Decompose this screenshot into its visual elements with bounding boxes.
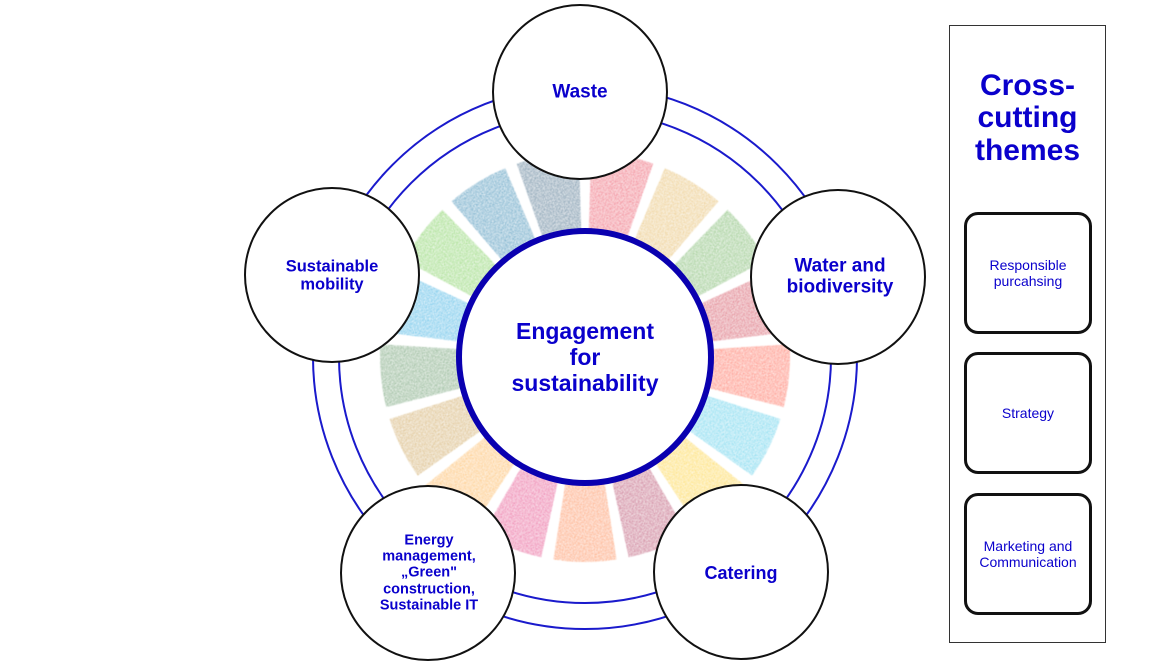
satellite-waste-label: Waste <box>505 81 655 102</box>
panel-title: Cross- cutting themes <box>950 69 1105 167</box>
theme-label-line: Responsible <box>989 256 1067 273</box>
wheel-segment <box>380 344 477 408</box>
center-label-line: sustainability <box>511 369 659 396</box>
wheel-segment <box>553 467 617 562</box>
label-line: „Green" <box>400 564 458 581</box>
satellite-circle-waste <box>492 4 668 180</box>
satellite-mobility-label: Sustainable mobility <box>257 258 407 295</box>
theme-responsible-purchasing: Responsible purcahsing <box>964 212 1092 334</box>
theme-label-line: Marketing and <box>983 537 1073 554</box>
label-line: management, <box>382 548 476 565</box>
theme-label-line: purcahsing <box>993 273 1063 289</box>
center-label-line: for <box>569 344 601 371</box>
theme-label-line: Communication <box>979 554 1077 570</box>
label-line: Catering <box>704 562 778 583</box>
satellite-circle-water <box>750 189 926 365</box>
panel-title-line: cutting <box>977 101 1078 135</box>
label-line: biodiversity <box>786 277 894 298</box>
satellite-energy-label: Energy management, „Green" construction,… <box>354 532 504 613</box>
satellite-circle-catering <box>653 484 829 660</box>
satellite-circle-mobility <box>244 187 420 363</box>
center-label-line: Engagement <box>515 318 655 345</box>
cross-cutting-themes-panel: Cross- cutting themes Responsible purcah… <box>949 25 1106 643</box>
label-line: Waste <box>552 81 608 103</box>
label-line: Sustainable <box>285 257 379 276</box>
theme-strategy: Strategy <box>964 352 1092 474</box>
label-line: Sustainable IT <box>379 597 479 614</box>
panel-title-line: themes <box>974 133 1081 167</box>
satellite-water-label: Water and biodiversity <box>765 256 915 299</box>
satellite-circle-energy <box>340 485 516 661</box>
theme-label-line: Strategy <box>1001 404 1055 421</box>
satellite-catering-label: Catering <box>666 563 816 583</box>
wheel-segment <box>676 390 781 476</box>
label-line: mobility <box>300 276 364 294</box>
center-circle <box>456 228 714 486</box>
wheel-segment <box>628 168 719 273</box>
wheel-segment <box>693 344 791 408</box>
sustainability-diagram <box>244 4 926 661</box>
label-line: Water and <box>794 255 886 277</box>
theme-marketing-communication: Marketing and Communication <box>964 493 1092 615</box>
wheel-segment <box>389 390 494 476</box>
label-line: construction, <box>383 581 475 598</box>
panel-title-line: Cross- <box>979 69 1076 102</box>
wheel-segment <box>451 168 542 273</box>
center-label: Engagement for sustainability <box>475 318 695 396</box>
label-line: Energy <box>404 532 454 549</box>
wheel-segment <box>588 152 654 252</box>
